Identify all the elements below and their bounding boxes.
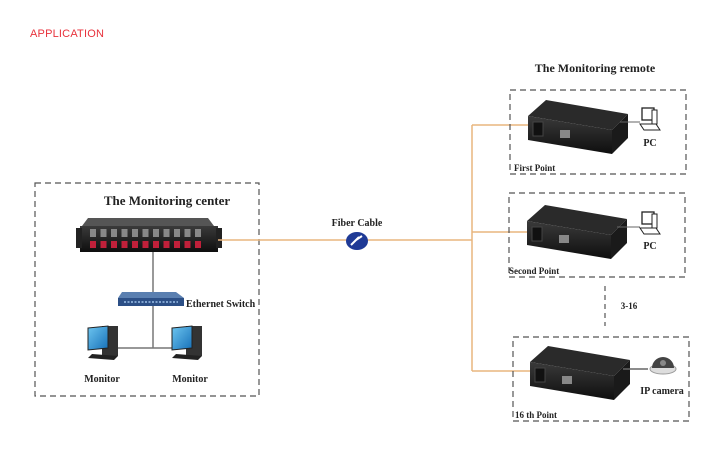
ethernet-switch-icon (118, 292, 184, 306)
rack-slot-port (121, 229, 128, 237)
range-label: 3-16 (621, 301, 638, 311)
monitoring-center-box (34, 182, 260, 397)
ethernet-switch-label: Ethernet Switch (186, 299, 256, 310)
rack-slot-port (153, 229, 159, 237)
rack-slot-connector (90, 241, 96, 248)
point-label-2: Second Point (509, 266, 559, 276)
rack-chassis-icon (76, 218, 222, 252)
monitor-label-1: Monitor (84, 374, 120, 385)
rack-slot-port (163, 229, 170, 237)
rack-slot-port (142, 229, 149, 237)
rack-slot-port (195, 229, 201, 237)
monitor-label-2: Monitor (172, 374, 208, 385)
rack-slot-connector (184, 241, 191, 248)
media-converter-icon (530, 346, 630, 400)
rack-slot-connector (132, 241, 138, 248)
rack-slot-connector (111, 241, 117, 248)
monitoring-remote-title: The Monitoring remote (535, 61, 656, 75)
application-heading: APPLICATION (30, 28, 105, 40)
monitoring-center-title: The Monitoring center (104, 193, 231, 208)
rack-slot-connector (100, 241, 107, 248)
pc-icon (639, 211, 661, 235)
fiber-cable (218, 124, 530, 372)
rack-slot-port (184, 229, 191, 237)
rack-slot-connector (174, 241, 180, 248)
monitor-icon (171, 325, 202, 360)
monitor-icon (87, 325, 118, 360)
rack-slot-connector (142, 241, 149, 248)
rack-slot-port (111, 229, 117, 237)
rack-slot-connector (153, 241, 159, 248)
rack-slot-port (132, 229, 138, 237)
point-label-16: 16 th Point (515, 410, 557, 420)
rack-slot-connector (195, 241, 201, 248)
media-converter-icon (528, 100, 628, 154)
rack-slot-connector (121, 241, 128, 248)
endpoint-label-2: PC (643, 241, 656, 252)
rack-slot-port (174, 229, 180, 237)
pc-icon (639, 107, 661, 131)
fiber-cable-label: Fiber Cable (332, 218, 383, 229)
endpoint-label-16: IP camera (640, 386, 684, 397)
fiber-connector-icon (346, 232, 368, 250)
endpoint-label-1: PC (643, 138, 656, 149)
point-label-1: First Point (514, 163, 555, 173)
media-converter-icon (527, 205, 627, 259)
rack-slot-port (90, 229, 96, 237)
ip-camera-icon (649, 357, 677, 375)
rack-slot-port (100, 229, 107, 237)
rack-slot-connector (163, 241, 170, 248)
